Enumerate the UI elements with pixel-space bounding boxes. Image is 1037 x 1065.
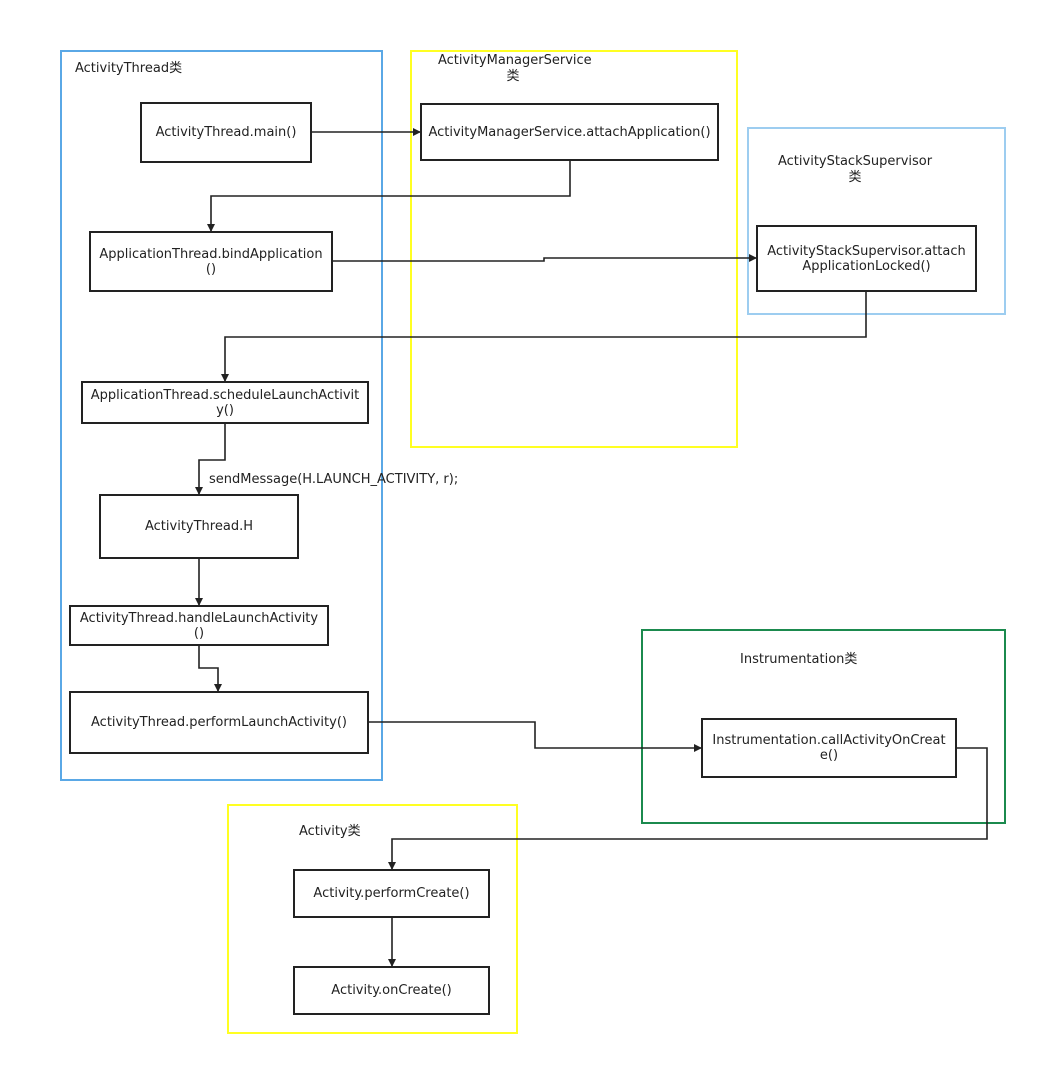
edge-attach-application-to-bind-application — [207, 161, 571, 232]
send-message-label: sendMessage(H.LAUNCH_ACTIVITY, r); — [209, 472, 459, 487]
node-perform-launch-activity: ActivityThread.performLaunchActivity() — [69, 691, 369, 754]
group-activity-thread-label: ActivityThread类 — [75, 61, 183, 76]
node-ams-attach-application: ActivityManagerService.attachApplication… — [420, 103, 719, 161]
edge-bind-application-to-attach-locked — [332, 254, 757, 262]
node-schedule-launch-activity: ApplicationThread.scheduleLaunchActivity… — [81, 381, 369, 424]
edge-call-on-create-to-perform-create — [388, 747, 988, 870]
node-handle-launch-activity: ActivityThread.handleLaunchActivity() — [69, 605, 329, 646]
group-activity-thread — [60, 50, 383, 781]
group-ams-label: ActivityManagerService 类 — [438, 53, 592, 84]
group-instrumentation-label: Instrumentation类 — [740, 652, 858, 667]
edge-handle-launch-to-perform-launch — [198, 646, 222, 692]
node-activity-on-create: Activity.onCreate() — [293, 966, 490, 1015]
edge-schedule-launch-to-h — [195, 423, 226, 495]
edge-perform-launch-to-call-on-create — [368, 721, 702, 752]
group-stack-supervisor-label: ActivityStackSupervisor 类 — [778, 154, 933, 185]
node-attach-application-locked: ActivityStackSupervisor.attachApplicatio… — [756, 225, 977, 292]
node-activity-perform-create: Activity.performCreate() — [293, 869, 490, 918]
group-activity — [227, 804, 518, 1034]
group-ams — [410, 50, 738, 448]
node-call-activity-on-create: Instrumentation.callActivityOnCreate() — [701, 718, 957, 778]
node-bind-application: ApplicationThread.bindApplication() — [89, 231, 333, 292]
edge-attach-locked-to-schedule-launch — [221, 291, 867, 382]
group-instrumentation — [641, 629, 1006, 824]
node-activity-thread-h: ActivityThread.H — [99, 494, 299, 559]
node-activity-thread-main: ActivityThread.main() — [140, 102, 312, 163]
group-stack-supervisor — [747, 127, 1006, 315]
group-activity-label: Activity类 — [299, 824, 361, 839]
